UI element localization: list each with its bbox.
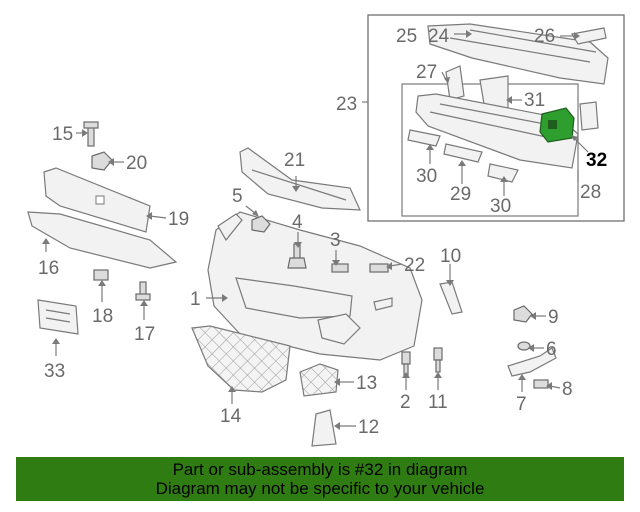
callout-14: 14 [220,406,242,427]
callout-2: 2 [400,392,411,413]
part-32-hole [548,120,557,129]
part-26-bracket [571,27,607,45]
callout-9: 9 [548,307,559,328]
fastener-20-nut [91,151,113,171]
leader-lines [42,30,589,430]
part-10-bracket [439,281,463,315]
part-16-deflector [27,211,178,269]
callout-21: 21 [284,150,305,171]
part-impact-bar [415,93,579,169]
fastener-22-screw [369,263,389,273]
fastener-17-bolt [135,281,151,301]
callout-28: 28 [580,182,601,203]
part-30-pad-right [487,163,519,183]
callout-18: 18 [92,306,113,327]
callout-30-left: 30 [416,166,437,187]
callout-24: 24 [428,26,450,47]
part-14-lower-grille [191,325,291,393]
banner-line-1: Part or sub-assembly is #32 in diagram [172,460,468,479]
part-27-bracket [445,65,465,101]
callout-11: 11 [428,392,448,413]
fastener-18-clip [93,269,109,281]
callout-26: 26 [534,26,555,47]
part-12-cover [311,409,337,447]
part-1-bumper-cover [207,211,423,361]
callout-20: 20 [126,153,147,174]
banner-line-2: Diagram may not be specific to your vehi… [155,479,485,498]
fastener-6-clip [517,341,531,351]
callout-25: 25 [396,26,417,47]
callout-32-highlighted: 32 [586,150,607,171]
fastener-3-clip [331,263,349,273]
part-29-pad [443,143,483,163]
callout-15: 15 [52,124,73,145]
callout-7: 7 [516,394,527,415]
fastener-4-bolt [287,243,307,269]
callout-17: 17 [134,324,155,345]
callout-8: 8 [562,379,573,400]
callout-4: 4 [292,212,303,233]
callout-22: 22 [404,255,425,276]
callout-3: 3 [330,230,341,251]
callout-31: 31 [524,90,545,111]
callout-13: 13 [356,373,377,394]
part-24-upper-tie-bar [427,23,609,85]
callout-5: 5 [232,186,243,207]
callout-6: 6 [546,339,557,360]
fastener-11-push-pin [433,347,443,373]
callout-19: 19 [168,209,189,230]
part-33-license-bracket [37,299,79,335]
fastener-8-screw [533,379,549,389]
parts-diagram: 25 24 26 27 31 23 32 30 29 28 30 15 20 2… [27,14,625,447]
fastener-5-nut [251,215,271,233]
callout-33: 33 [44,361,65,382]
callout-1: 1 [190,289,201,310]
callout-12: 12 [358,417,379,438]
part-7-bracket [507,347,557,377]
fastener-15-bolt [83,121,99,147]
fastener-9-nut [513,305,533,323]
part-1-fog-opening [317,313,361,345]
part-1-upper-opening [235,277,353,319]
part-13-fog-grille [299,363,339,397]
callout-29: 29 [450,184,471,205]
callout-27: 27 [416,62,437,83]
callout-23: 23 [336,94,357,115]
info-banner: Part or sub-assembly is #32 in diagram D… [16,457,624,501]
part-30-pad-left [407,129,441,147]
callout-10: 10 [440,246,461,267]
callout-16: 16 [38,258,59,279]
callout-30-right: 30 [490,196,511,217]
